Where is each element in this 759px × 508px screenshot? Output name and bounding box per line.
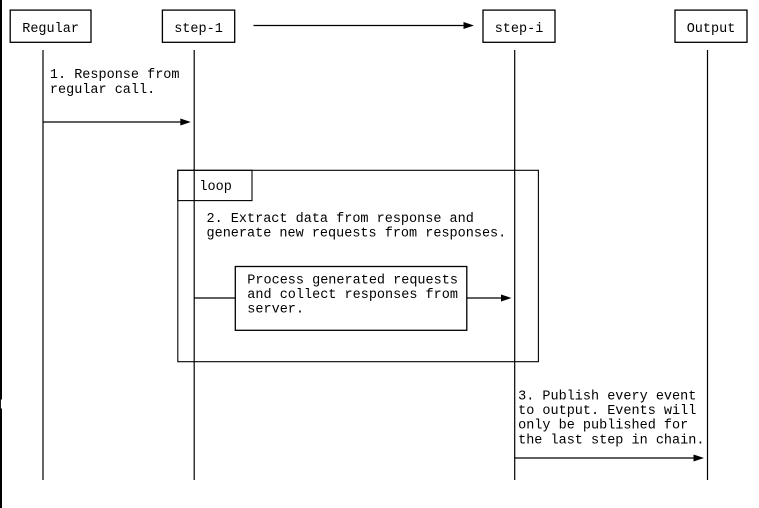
svg-text:Process generated requests: Process generated requests xyxy=(247,273,458,288)
svg-text:to output. Events will: to output. Events will xyxy=(518,404,696,419)
svg-text:the last step in chain.: the last step in chain. xyxy=(518,433,704,448)
svg-text:generate new requests from res: generate new requests from responses. xyxy=(207,227,507,242)
svg-text:2. Extract data from response: 2. Extract data from response and xyxy=(207,212,474,227)
svg-text:Regular: Regular xyxy=(22,22,79,37)
svg-text:loop: loop xyxy=(199,180,231,195)
svg-text:3. Publish every event: 3. Publish every event xyxy=(518,389,696,404)
svg-text:1. Response from: 1. Response from xyxy=(50,68,180,83)
svg-text:and collect responses from: and collect responses from xyxy=(247,288,458,303)
svg-text:step-1: step-1 xyxy=(174,22,223,37)
svg-text:server.: server. xyxy=(247,303,304,318)
svg-text:Output: Output xyxy=(687,22,736,37)
svg-text:only be published for: only be published for xyxy=(518,419,688,434)
svg-text:regular call.: regular call. xyxy=(50,83,155,98)
svg-text:step-i: step-i xyxy=(495,22,544,37)
